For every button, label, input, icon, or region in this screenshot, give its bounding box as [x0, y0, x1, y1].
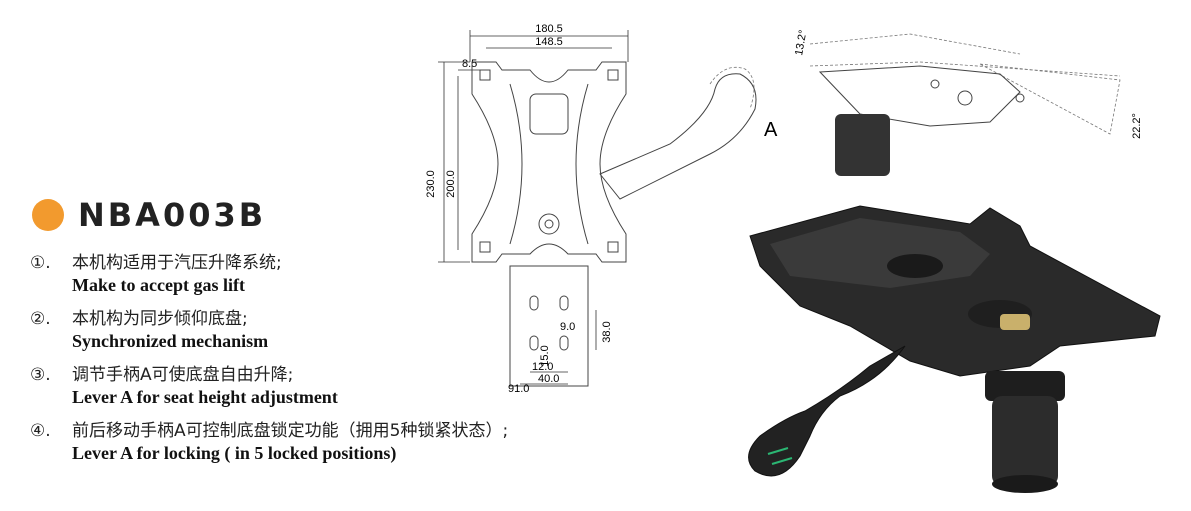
- gas-lift-housing: [992, 396, 1058, 486]
- side-view-drawing: 13.2° 22.2°: [793, 29, 1143, 176]
- lever-label: A: [764, 119, 778, 141]
- feature-number: ①.: [30, 253, 51, 273]
- feature-item: ①. 本机构适用于汽压升降系统; Make to accept gas lift: [30, 252, 690, 296]
- dim-height-outer: 230.0: [425, 170, 437, 198]
- model-name: NBA003B: [78, 196, 267, 234]
- feature-number: ②.: [30, 309, 51, 329]
- feature-en: Make to accept gas lift: [72, 275, 245, 295]
- feature-zh: 本机构适用于汽压升降系统;: [72, 253, 282, 273]
- lever-handle: [748, 345, 906, 477]
- feature-item: ③. 调节手柄A可使底盘自由升降; Lever A for seat height…: [30, 364, 690, 408]
- dim-slot-h: 9.0: [560, 321, 575, 333]
- feature-zh: 前后移动手柄A可控制底盘锁定功能（拥用5种锁紧状态）;: [72, 421, 509, 441]
- dim-width-inner: 148.5: [535, 36, 563, 48]
- dim-height-inner: 200.0: [445, 170, 457, 198]
- dim-40: 40.0: [538, 373, 559, 385]
- feature-en: Lever A for locking ( in 5 locked positi…: [72, 443, 397, 463]
- dim-slot-v: 38.0: [601, 321, 613, 342]
- dim-91: 91.0: [508, 383, 529, 394]
- title-bullet-icon: [32, 199, 64, 231]
- brass-pin: [1000, 314, 1030, 330]
- feature-item: ②. 本机构为同步倾仰底盘; Synchronized mechanism: [30, 308, 690, 352]
- gas-lift-cylinder: [835, 114, 890, 176]
- feature-number: ④.: [30, 421, 51, 441]
- dim-15: 15.0: [539, 345, 551, 366]
- angle-back: 22.2°: [1131, 113, 1143, 139]
- lever-outline: [599, 73, 757, 200]
- product-photo: [748, 205, 1161, 493]
- feature-item: ④. 前后移动手柄A可控制底盘锁定功能（拥用5种锁紧状态）; Lever A fo…: [30, 420, 690, 464]
- plate-outline: [471, 61, 627, 263]
- technical-drawing: 180.5 148.5 8.5 230.0 200.0 A 38.0 9.0 1…: [425, 23, 778, 394]
- dim-12: 12.0: [532, 361, 553, 373]
- product-title: NBA003B: [32, 196, 266, 234]
- feature-zh: 调节手柄A可使底盘自由升降;: [72, 365, 294, 385]
- feature-en: Synchronized mechanism: [72, 331, 269, 351]
- feature-number: ③.: [30, 365, 51, 385]
- feature-en: Lever A for seat height adjustment: [72, 387, 338, 407]
- angle-front: 13.2°: [793, 29, 809, 57]
- dim-offset: 8.5: [462, 58, 477, 70]
- feature-zh: 本机构为同步倾仰底盘;: [72, 309, 248, 329]
- mount-bracket: [509, 265, 589, 387]
- dim-width-outer: 180.5: [535, 23, 563, 35]
- feature-list: ①.本机构适用于汽压升降系统; Make to accept gas lift …: [30, 252, 690, 476]
